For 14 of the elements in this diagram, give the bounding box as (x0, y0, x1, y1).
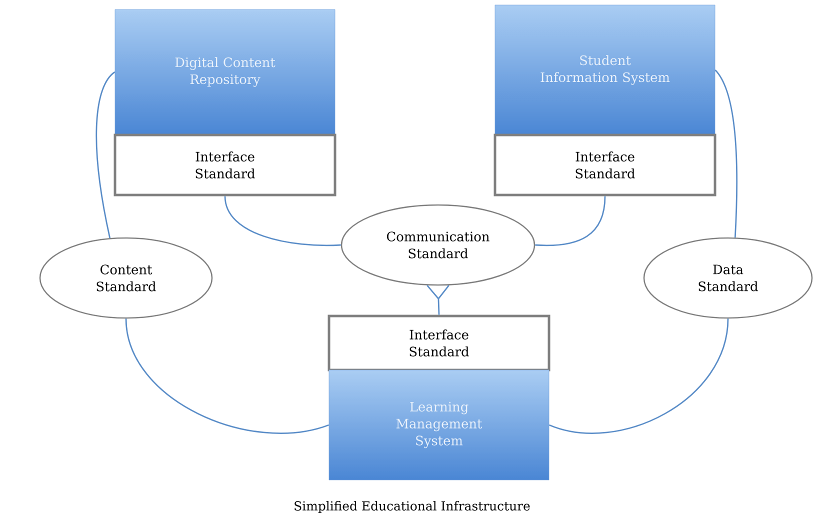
interface-box: Interface Standard (494, 134, 716, 196)
system-box: Digital Content Repository (114, 9, 336, 135)
connector-line (224, 196, 341, 246)
system-box: Learning Management System (328, 370, 550, 480)
connector-line (96, 71, 116, 238)
interface-box: Interface Standard (114, 134, 336, 196)
system-box: Student Information System (494, 4, 716, 136)
connector-line (426, 284, 450, 316)
connector-line (125, 318, 329, 434)
connector-line (549, 318, 729, 434)
interface-box: Interface Standard (328, 314, 550, 372)
connector-line (714, 70, 738, 238)
caption: Simplified Educational Infrastructure (294, 500, 530, 514)
connector-line (535, 196, 606, 246)
